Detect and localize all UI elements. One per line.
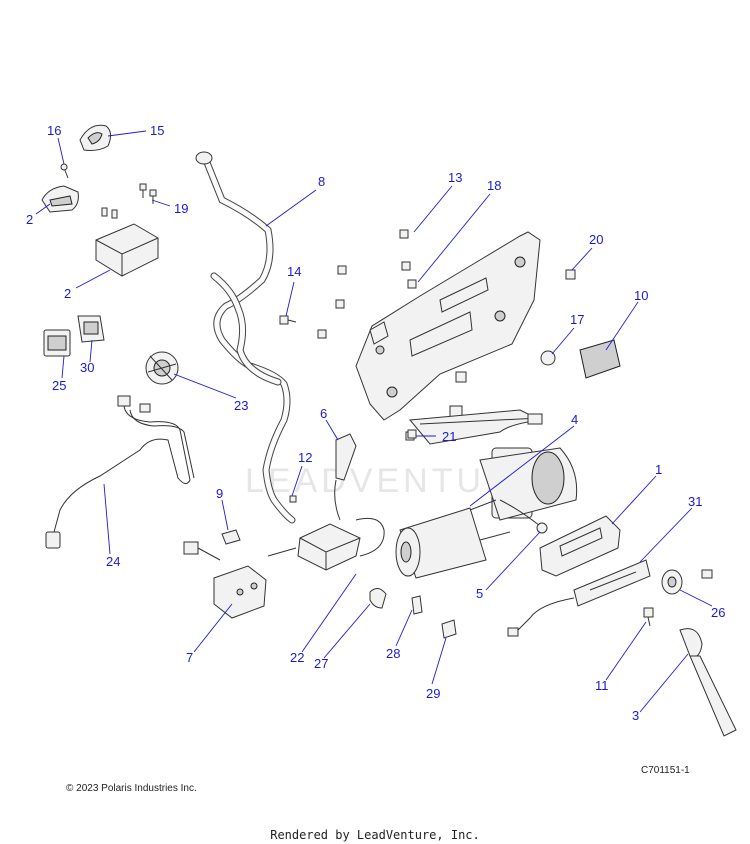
callout-4: 4 [571,412,578,427]
callout-24: 24 [106,554,120,569]
callout-19: 19 [174,201,188,216]
callout-31: 31 [688,494,702,509]
callout-8: 8 [318,174,325,189]
callout-28: 28 [386,646,400,661]
part-16-screw [60,163,69,179]
callout-14: 14 [287,264,301,279]
part-7-terminal-block [183,541,267,619]
part-10-label [579,339,621,379]
part-2-module [95,207,159,277]
callout-3: 3 [632,708,639,723]
part-31-fairlead [507,559,651,637]
part-23-connector-housing [145,351,179,385]
copyright-text: © 2023 Polaris Industries Inc. [66,783,197,794]
winch-mount-plate [355,231,541,421]
part-28-clip [411,595,423,615]
callout-5: 5 [476,586,483,601]
callout-2: 2 [26,212,33,227]
callout-30: 30 [80,360,94,375]
mount-bolts [317,229,576,441]
figure-id: C701151-1 [641,765,690,776]
callout-12: 12 [298,450,312,465]
callout-13: 13 [448,170,462,185]
callout-26: 26 [711,605,725,620]
callout-6: 6 [320,406,327,421]
callout-15: 15 [150,123,164,138]
part-6-terminal-boot [334,433,357,521]
part-22-contactor [267,517,385,571]
callout-1: 1 [655,462,662,477]
part-17-nut [540,350,556,366]
part-11-bolt [643,607,654,627]
part-1-fairlead-plate [539,515,621,577]
part-3-hook-strap [679,628,737,737]
callout-25: 25 [52,378,66,393]
callout-18: 18 [487,178,501,193]
part-27-cable-tie [369,588,387,609]
callout-22: 22 [290,650,304,665]
callout-29: 29 [426,686,440,701]
callout-9: 9 [216,486,223,501]
part-12-screw [289,495,297,503]
rendered-by-text: Rendered by LeadVenture, Inc. [270,828,480,842]
callouts: 16 15 2 19 2 8 13 18 20 14 10 17 25 30 2… [26,123,725,723]
callout-21: 21 [442,429,456,444]
leader-lines [35,130,713,713]
part-9-clip [221,529,241,545]
callout-10: 10 [634,288,648,303]
part-26-roller [661,569,713,595]
part-2-switch-upper [41,185,79,213]
part-24-harness [45,395,195,549]
callout-2: 2 [64,286,71,301]
part-25-rocker-switch [43,329,71,357]
callout-17: 17 [570,312,584,327]
part-30-switch-bezel [77,315,105,343]
callout-23: 23 [234,398,248,413]
callout-7: 7 [186,650,193,665]
callout-11: 11 [595,678,609,693]
part-21-bolt [407,429,417,439]
part-5-terminal [499,499,548,534]
part-15-switch-boot [79,124,112,151]
part-8-battery-cable [195,151,296,524]
part-29-clip [441,619,457,639]
callout-20: 20 [589,232,603,247]
part-14-bolt [279,315,297,325]
callout-27: 27 [314,656,328,671]
callout-16: 16 [47,123,61,138]
